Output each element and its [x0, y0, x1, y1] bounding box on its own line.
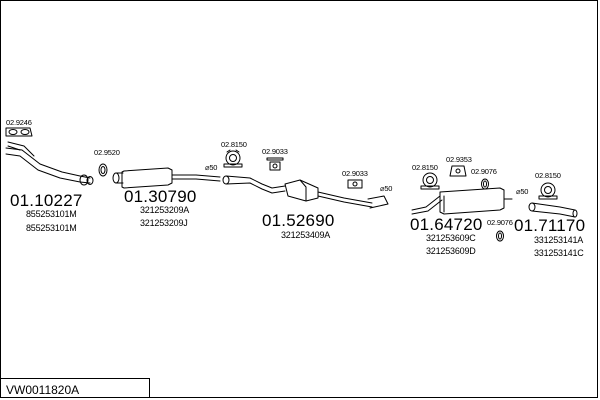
accessory-code: 02.9353 [446, 155, 472, 164]
clamp-icon [538, 182, 558, 200]
diameter-label: ⌀50 [516, 187, 529, 196]
accessory-code: 02.9246 [6, 118, 32, 127]
part-ref: 321253609D [426, 246, 476, 256]
middle-silencer-part [222, 175, 389, 209]
gasket-icon [5, 127, 33, 137]
part-ref: 321253609C [426, 233, 476, 243]
part-number: 01.30790 [124, 187, 197, 206]
accessory-code: 02.8150 [412, 163, 438, 172]
part-ref: 855253101M [26, 223, 77, 233]
part-ref: 321253209A [140, 205, 190, 215]
front-silencer-part [112, 167, 221, 189]
accessory-code: 02.9076 [471, 167, 497, 176]
accessory-code: 02.8150 [221, 140, 247, 149]
rubber-ring-icon [496, 230, 504, 242]
part-number: 01.10227 [10, 191, 83, 210]
part-ref: 855253101M [26, 209, 77, 219]
rubber-mount-icon [347, 179, 363, 189]
part-ref: 321253409A [281, 230, 331, 240]
accessory-code: 02.9033 [262, 147, 288, 156]
accessory-code: 02.9520 [94, 148, 120, 157]
diameter-label: ⌀50 [380, 184, 393, 193]
rear-silencer-part [411, 187, 513, 215]
accessory-code: 02.9076 [487, 218, 513, 227]
diameter-label: ⌀50 [205, 163, 218, 172]
accessory-code: 02.9033 [342, 169, 368, 178]
diagram-code-box: VW0011820A [0, 378, 150, 398]
clamp-icon [420, 172, 440, 190]
rubber-mount-icon [449, 165, 467, 177]
part-number: 01.71170 [514, 216, 586, 235]
part-number: 01.64720 [410, 215, 483, 234]
part-number: 01.52690 [262, 211, 335, 230]
part-ref: 321253209J [140, 218, 188, 228]
part-ref: 331253141C [534, 248, 584, 258]
diagram-code: VW0011820A [6, 383, 80, 397]
tailpipe-part [528, 202, 578, 218]
rubber-mount-icon [266, 157, 284, 171]
downpipe-part [5, 141, 94, 186]
accessory-code: 02.8150 [535, 171, 561, 180]
part-ref: 331253141A [534, 235, 584, 245]
clamp-icon [223, 149, 243, 168]
rubber-ring-icon [481, 178, 489, 190]
ring-gasket-icon [98, 163, 108, 177]
